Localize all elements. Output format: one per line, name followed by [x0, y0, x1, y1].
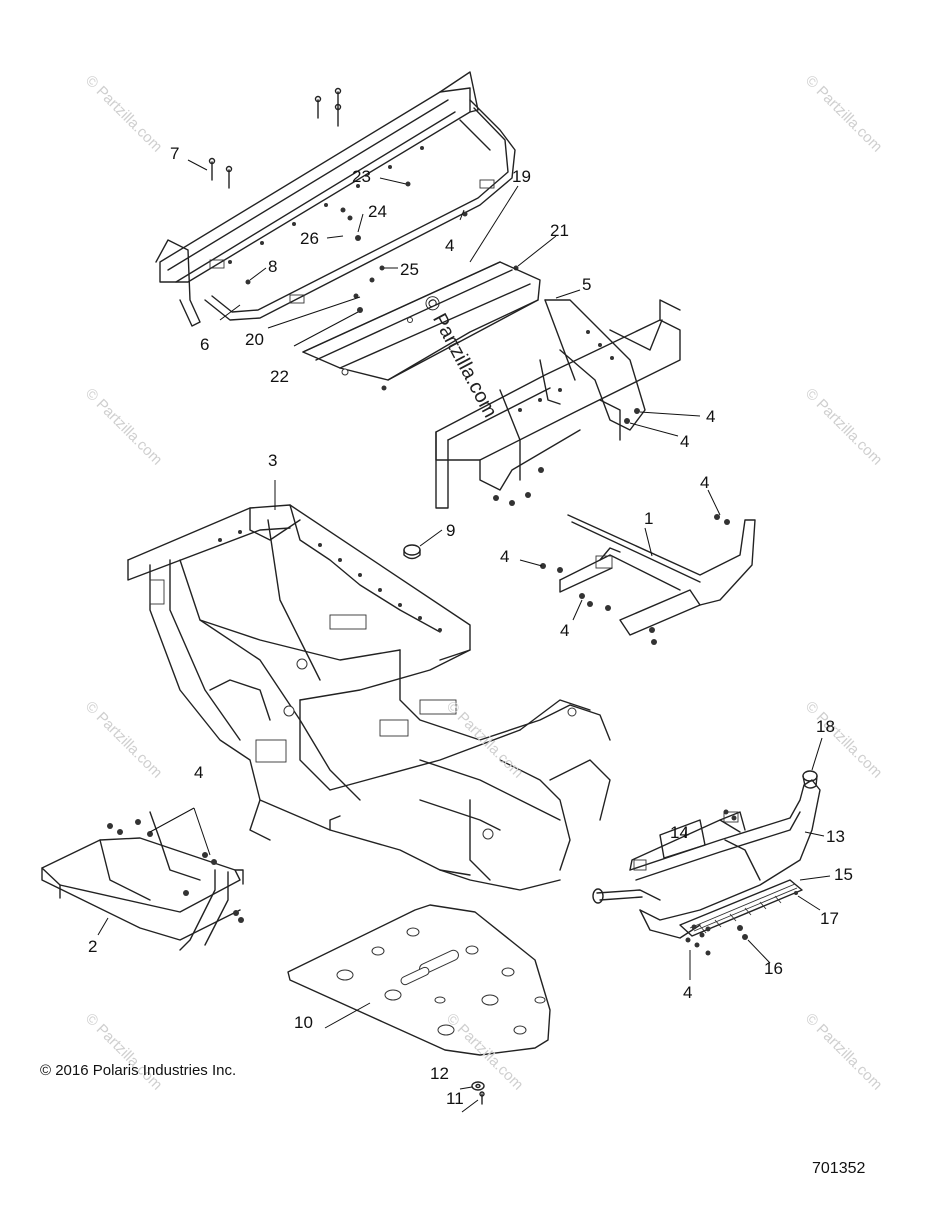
diagram-number: 701352 [812, 1160, 866, 1177]
skid-plate-10 [287, 904, 551, 1056]
rear-shield-19 [302, 261, 541, 391]
rear-rack-assembly [155, 71, 516, 327]
callout-12: 12 [430, 1064, 449, 1083]
callout-4: 4 [683, 983, 693, 1002]
plug-9 [403, 544, 421, 560]
bolts-7 [208, 87, 342, 189]
callout-7: 7 [170, 144, 180, 163]
callout-15: 15 [834, 865, 853, 884]
callout-24: 24 [368, 202, 387, 221]
callout-14: 14 [670, 823, 689, 842]
callout-11: 11 [446, 1089, 464, 1108]
callout-21: 21 [550, 221, 569, 240]
callout-4: 4 [706, 407, 716, 426]
end-cap-18 [802, 770, 818, 789]
bracket-2 [41, 811, 244, 951]
callout-4: 4 [500, 547, 510, 566]
rear-frame-section-5 [435, 299, 681, 509]
grille-15 [679, 879, 803, 937]
callout-17: 17 [820, 909, 839, 928]
main-frame-3 [127, 504, 611, 891]
callout-4: 4 [560, 621, 570, 640]
callout-22: 22 [270, 367, 289, 386]
callout-20: 20 [245, 330, 264, 349]
callout-26: 26 [300, 229, 319, 248]
callout-9: 9 [446, 521, 456, 540]
front-bumper-fasteners [685, 809, 798, 956]
callout-1: 1 [644, 509, 654, 528]
callout-5: 5 [582, 275, 592, 294]
callout-10: 10 [294, 1013, 313, 1032]
rear-bumper-1 [540, 514, 756, 645]
callout-2: 2 [88, 937, 98, 956]
callout-4: 4 [445, 236, 455, 255]
front-bumper-13 [592, 779, 821, 939]
callout-18: 18 [816, 717, 835, 736]
callout-25: 25 [400, 260, 419, 279]
callout-3: 3 [268, 451, 278, 470]
washer-screw-11-12 [471, 1081, 485, 1105]
callout-4: 4 [700, 473, 710, 492]
callout-6: 6 [200, 335, 210, 354]
copyright-notice: © 2016 Polaris Industries Inc. [40, 1062, 237, 1079]
callout-4: 4 [194, 763, 204, 782]
callout-13: 13 [826, 827, 845, 846]
callout-23: 23 [352, 167, 371, 186]
callout-19: 19 [512, 167, 531, 186]
callout-16: 16 [764, 959, 783, 978]
leader-lines [97, 159, 831, 1113]
callout-8: 8 [268, 257, 278, 276]
callout-4: 4 [680, 432, 690, 451]
